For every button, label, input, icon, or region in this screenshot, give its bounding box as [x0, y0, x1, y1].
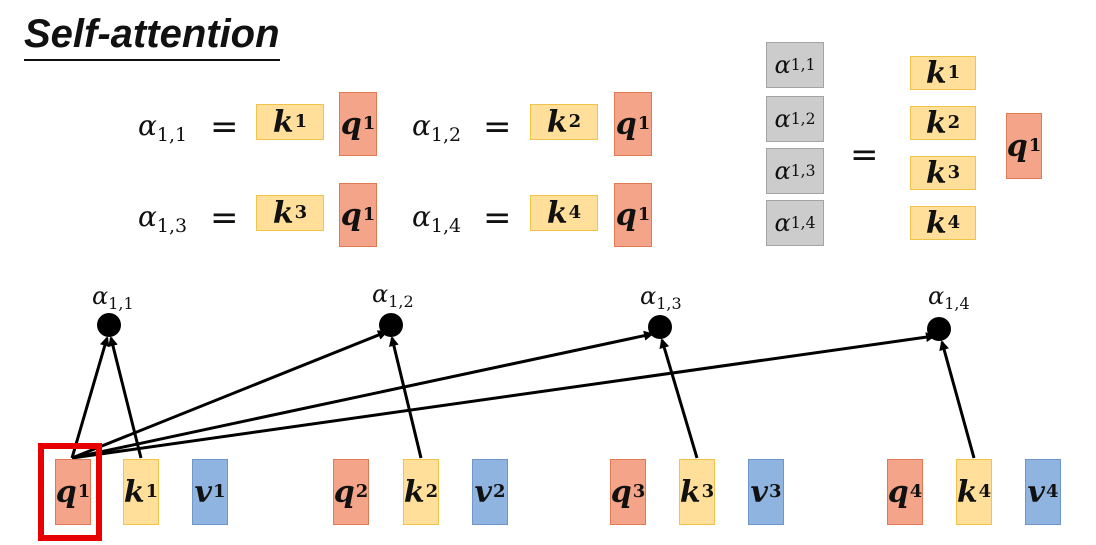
- arrow-k2-to-a12: [389, 336, 423, 459]
- equals-sign: =: [483, 107, 512, 147]
- node-a11: [97, 313, 121, 337]
- equals-sign: =: [210, 107, 239, 147]
- q1-highlight-frame: [38, 443, 102, 541]
- arrow-q1-to-a12: [71, 330, 388, 460]
- node-label-a14: α1,4: [928, 282, 970, 313]
- arrow-q1-to-a14: [71, 332, 936, 460]
- node-a13: [648, 315, 672, 339]
- equation-a11-alpha: α1,1: [138, 109, 188, 146]
- node-label-a13: α1,3: [640, 282, 682, 313]
- equals-sign: =: [210, 198, 239, 238]
- equation-a12-alpha: α1,2: [412, 109, 462, 146]
- node-a14: [927, 317, 951, 341]
- arrow-k4-to-a14: [939, 340, 976, 459]
- equation-a14-alpha: α1,4: [412, 200, 462, 237]
- arrow-k1-to-a11: [108, 336, 143, 459]
- page-title: Self-attention: [24, 12, 280, 61]
- matrix-equals-sign: =: [850, 135, 879, 175]
- arrow-q1-to-a11: [70, 336, 110, 459]
- node-label-a12: α1,2: [372, 280, 414, 311]
- node-a12: [379, 313, 403, 337]
- arrow-k3-to-a13: [659, 338, 699, 459]
- equals-sign: =: [483, 198, 512, 238]
- node-label-a11: α1,1: [92, 282, 134, 313]
- equation-a13-alpha: α1,3: [138, 200, 188, 237]
- arrow-q1-to-a13: [71, 330, 654, 460]
